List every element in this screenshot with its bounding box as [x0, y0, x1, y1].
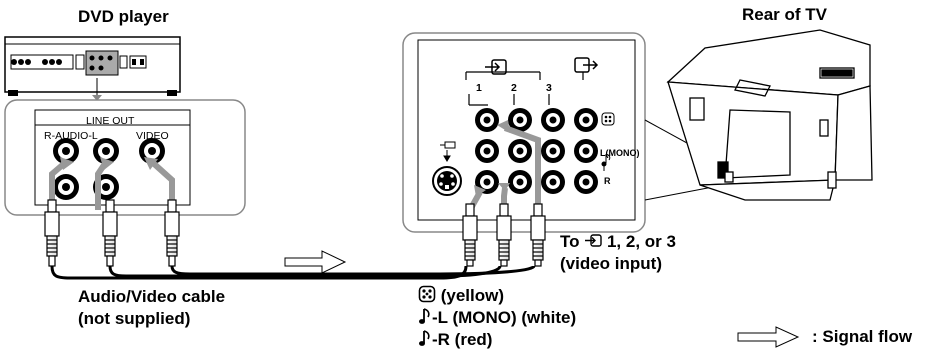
tv-set-rear	[666, 29, 873, 201]
red-label: -R (red)	[432, 330, 493, 349]
dvd-side-plugs	[44, 199, 180, 267]
yellow-label: (yellow)	[440, 286, 505, 305]
dvd-player-title: DVD player	[78, 7, 169, 26]
input-1-label: 1	[476, 82, 482, 94]
cable-label: Audio/Video cable	[78, 287, 226, 306]
input-3-label: 3	[546, 82, 552, 94]
output-icon	[574, 57, 599, 73]
line-out-label: LINE OUT	[86, 115, 135, 127]
to-label: To	[560, 232, 580, 251]
signal-flow-label: : Signal flow	[812, 327, 913, 346]
signal-flow-legend-icon	[737, 326, 800, 348]
audio-note-icon	[419, 308, 430, 324]
signal-flow-arrow-icon	[284, 250, 347, 274]
white-label: -L (MONO) (white)	[432, 308, 577, 327]
video-icon	[601, 112, 615, 126]
audio-jack-label: R-AUDIO-L	[44, 130, 98, 142]
audio-note-icon	[419, 330, 430, 346]
audio-note-icon	[601, 153, 611, 171]
av-cable	[50, 264, 536, 280]
to-input-label: To 1, 2, or 3	[560, 232, 676, 252]
input-2-label: 2	[511, 82, 517, 94]
red-plug-label: -R (red)	[418, 329, 492, 350]
cable-not-supplied-label: (not supplied)	[78, 309, 191, 328]
rear-of-tv-title: Rear of TV	[742, 5, 828, 24]
mono-jack-label: L(MONO)	[600, 148, 640, 158]
tv-av-panel	[402, 32, 646, 250]
dvd-line-out-panel	[4, 99, 246, 216]
to-input-numbers: 1, 2, or 3	[602, 232, 676, 251]
dvd-player-unit	[4, 36, 181, 101]
s-video-icon	[440, 141, 456, 162]
video-jack-label: VIDEO	[136, 130, 169, 142]
tv-side-plugs	[462, 203, 546, 267]
input-icon	[485, 59, 507, 75]
r-jack-label: R	[604, 176, 611, 186]
yellow-plug-label: (yellow)	[418, 285, 504, 306]
video-icon	[418, 285, 436, 303]
video-input-label: (video input)	[560, 254, 662, 273]
s-video-jack	[432, 166, 462, 196]
input-icon	[585, 234, 602, 247]
white-plug-label: -L (MONO) (white)	[418, 307, 576, 328]
